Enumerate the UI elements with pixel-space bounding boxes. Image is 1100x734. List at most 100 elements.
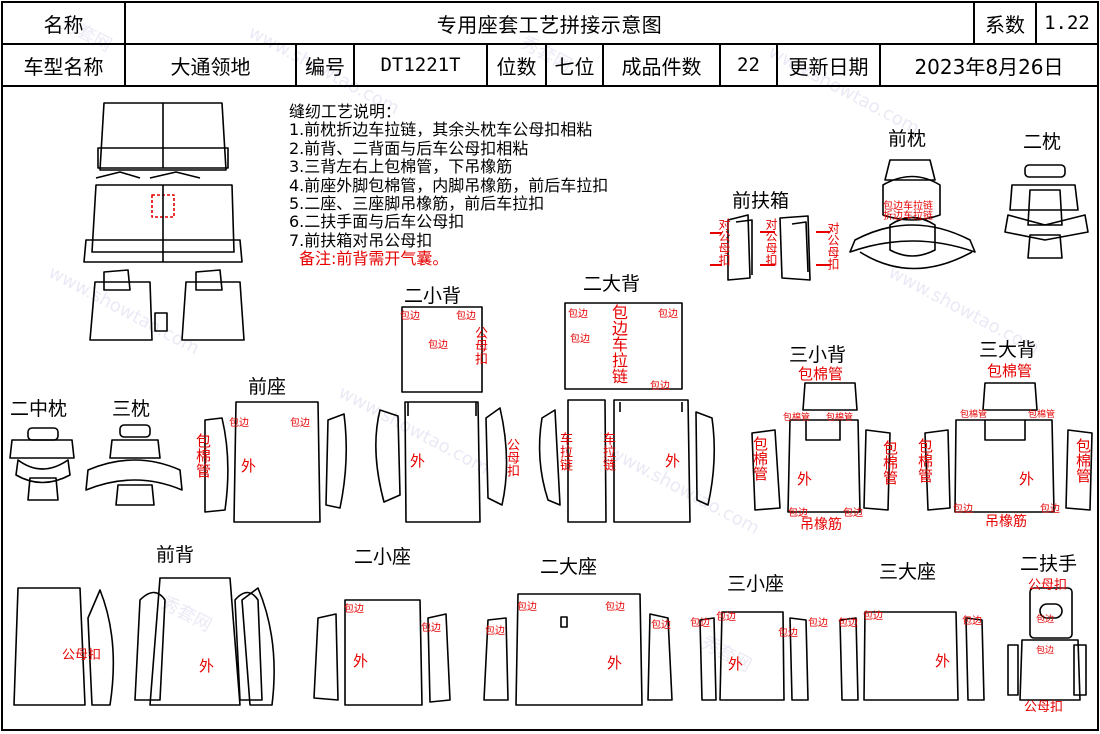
annotation-edge: 包边 bbox=[456, 311, 476, 322]
label-second-small-seat: 二小座 bbox=[354, 546, 412, 568]
annotation-edge: 包边 bbox=[568, 309, 588, 320]
annotation-edge: 包边 bbox=[400, 311, 420, 322]
annotation-outer: 外 bbox=[797, 470, 813, 488]
second-big-back-pattern bbox=[538, 302, 716, 523]
annotation-snap: 公母扣 bbox=[62, 648, 102, 663]
annotation-edge: 包边 bbox=[778, 628, 798, 639]
annotation-foam-tube: 包棉管 bbox=[1074, 438, 1092, 483]
second-pillow-pattern bbox=[1004, 164, 1089, 259]
label-front-pillow: 前枕 bbox=[888, 128, 927, 150]
notes-heading: 缝纫工艺说明： bbox=[289, 102, 402, 121]
second-small-seat-pattern bbox=[313, 599, 451, 706]
annotation-snap: 公母扣 bbox=[472, 326, 487, 365]
third-big-seat-pattern bbox=[839, 611, 985, 701]
front-seat-pattern bbox=[204, 401, 348, 523]
armbox-arrows bbox=[710, 231, 830, 266]
pieces-label-cell: 成品件数 bbox=[602, 43, 721, 87]
note-item: 2.前背、二背面与后车公母扣相粘 bbox=[289, 138, 529, 158]
code-value-cell: DT1221T bbox=[353, 43, 488, 87]
header-table: 名称 专用座套工艺拼接示意图 系数 1.22 车型名称 大通领地 编号 DT12… bbox=[1, 1, 1099, 87]
annotation-edge: 包边 bbox=[570, 334, 590, 345]
annotation-edge: 包边 bbox=[428, 340, 448, 351]
annotation-foam-tube: 包棉管 bbox=[798, 365, 844, 383]
annotation-outer: 外 bbox=[665, 452, 681, 470]
label-second-armrest: 二扶手 bbox=[1020, 553, 1078, 575]
pieces-value-cell: 22 bbox=[719, 43, 778, 87]
annotation-edge: 包边 bbox=[838, 618, 858, 629]
third-small-seat-pattern bbox=[699, 611, 809, 701]
annotation-foam-tube: 包棉管 bbox=[960, 410, 988, 420]
label-second-pillow: 二枕 bbox=[1023, 131, 1062, 153]
label-third-big-back: 三大背 bbox=[979, 339, 1037, 361]
annotation-opposite-snap: 对公母扣 bbox=[826, 222, 840, 270]
seats-value-cell: 七位 bbox=[545, 43, 604, 87]
date-label-cell: 更新日期 bbox=[776, 43, 881, 87]
annotation-edge: 包边 bbox=[344, 604, 364, 615]
annotation-zipper-edge: 包边车拉链 bbox=[609, 304, 628, 384]
annotation-edge: 包边 bbox=[690, 618, 710, 629]
annotation-foam-tube: 包棉管 bbox=[881, 440, 899, 485]
note-item: 5.二座、三座脚吊橡筋，前后车拉扣 bbox=[289, 194, 545, 214]
annotation-foam-tube: 包棉管 bbox=[1028, 410, 1056, 420]
model-value-cell: 大通领地 bbox=[124, 43, 297, 87]
annotation-edge: 包边 bbox=[808, 618, 828, 629]
note-item: 7.前扶箱对吊公母扣 bbox=[289, 230, 433, 250]
label-second-middle-pillow: 二中枕 bbox=[10, 398, 68, 420]
label-third-big-seat: 三大座 bbox=[879, 561, 937, 583]
annotation-edge: 包边 bbox=[953, 504, 973, 515]
annotation-edge: 包边 bbox=[651, 620, 671, 631]
annotation-outer: 外 bbox=[199, 657, 215, 675]
sewing-notes: 缝纫工艺说明： 1.前枕折边车拉链，其余头枕车公母扣相粘 2.前背、二背面与后车… bbox=[289, 102, 609, 269]
label-second-big-back: 二大背 bbox=[583, 273, 641, 295]
second-big-seat-pattern bbox=[483, 593, 673, 706]
annotation-edge: 包边 bbox=[605, 602, 625, 613]
name-label-cell: 名称 bbox=[1, 1, 126, 45]
annotation-edge: 包边 bbox=[517, 602, 537, 613]
annotation-foam-tube: 包棉管 bbox=[783, 413, 811, 423]
label-third-small-seat: 三小座 bbox=[727, 573, 785, 595]
annotation-outer: 外 bbox=[353, 652, 369, 670]
annotation-foam-tube: 包棉管 bbox=[987, 362, 1033, 380]
third-big-back-pattern bbox=[924, 382, 1093, 513]
seat-assembly-thumbnail bbox=[83, 102, 245, 341]
annotation-edge: 包边 bbox=[788, 508, 808, 519]
label-second-small-back: 二小背 bbox=[404, 285, 462, 307]
label-front-seat: 前座 bbox=[248, 376, 287, 398]
annotation-opposite-snap: 对公母扣 bbox=[717, 218, 731, 266]
second-small-back-pattern bbox=[375, 306, 508, 523]
annotation-zipper-edge: 包边车拉链 bbox=[883, 201, 933, 212]
annotation-edge: 包边 bbox=[421, 623, 441, 634]
label-third-pillow: 三枕 bbox=[112, 398, 151, 420]
annotation-edge: 包边 bbox=[1036, 646, 1055, 656]
annotation-edge: 包边 bbox=[716, 612, 736, 623]
annotation-edge: 包边 bbox=[962, 616, 982, 627]
label-front-armbox: 前扶箱 bbox=[732, 190, 790, 212]
annotation-edge: 包边 bbox=[1040, 504, 1060, 515]
annotation-edge: 包边 bbox=[290, 418, 310, 429]
annotation-pull-zipper: 车拉链 bbox=[557, 432, 572, 471]
annotation-foam-tube: 包棉管 bbox=[751, 436, 769, 481]
label-third-small-back: 三小背 bbox=[789, 344, 847, 366]
coef-value-cell: 1.22 bbox=[1035, 1, 1099, 45]
annotation-edge: 包边 bbox=[229, 418, 249, 429]
annotation-snap: 公母扣 bbox=[1024, 700, 1064, 715]
annotation-foam-tube: 包棉管 bbox=[826, 413, 854, 423]
third-small-back-pattern bbox=[751, 382, 891, 513]
label-front-back: 前背 bbox=[156, 544, 195, 566]
annotation-outer: 外 bbox=[410, 452, 426, 470]
annotation-foam-tube: 包棉管 bbox=[194, 433, 212, 478]
annotation-edge: 包边 bbox=[485, 626, 505, 637]
second-middle-pillow-pattern bbox=[9, 427, 75, 501]
notes-remark: 备注:前背需开气囊。 bbox=[299, 249, 449, 269]
note-item: 6.二扶手面与后车公母扣 bbox=[289, 212, 465, 232]
date-value-cell: 2023年8月26日 bbox=[879, 43, 1099, 87]
annotation-snap: 公母扣 bbox=[1028, 578, 1068, 593]
note-item: 4.前座外脚包棉管，内脚吊橡筋，前后车拉扣 bbox=[289, 175, 609, 195]
annotation-outer: 外 bbox=[935, 652, 951, 670]
note-item: 1.前枕折边车拉链，其余头枕车公母扣相粘 bbox=[289, 120, 593, 140]
annotation-edge: 包边 bbox=[650, 381, 670, 392]
annotation-outer: 外 bbox=[1019, 470, 1035, 488]
drawing-frame bbox=[1, 85, 1099, 731]
